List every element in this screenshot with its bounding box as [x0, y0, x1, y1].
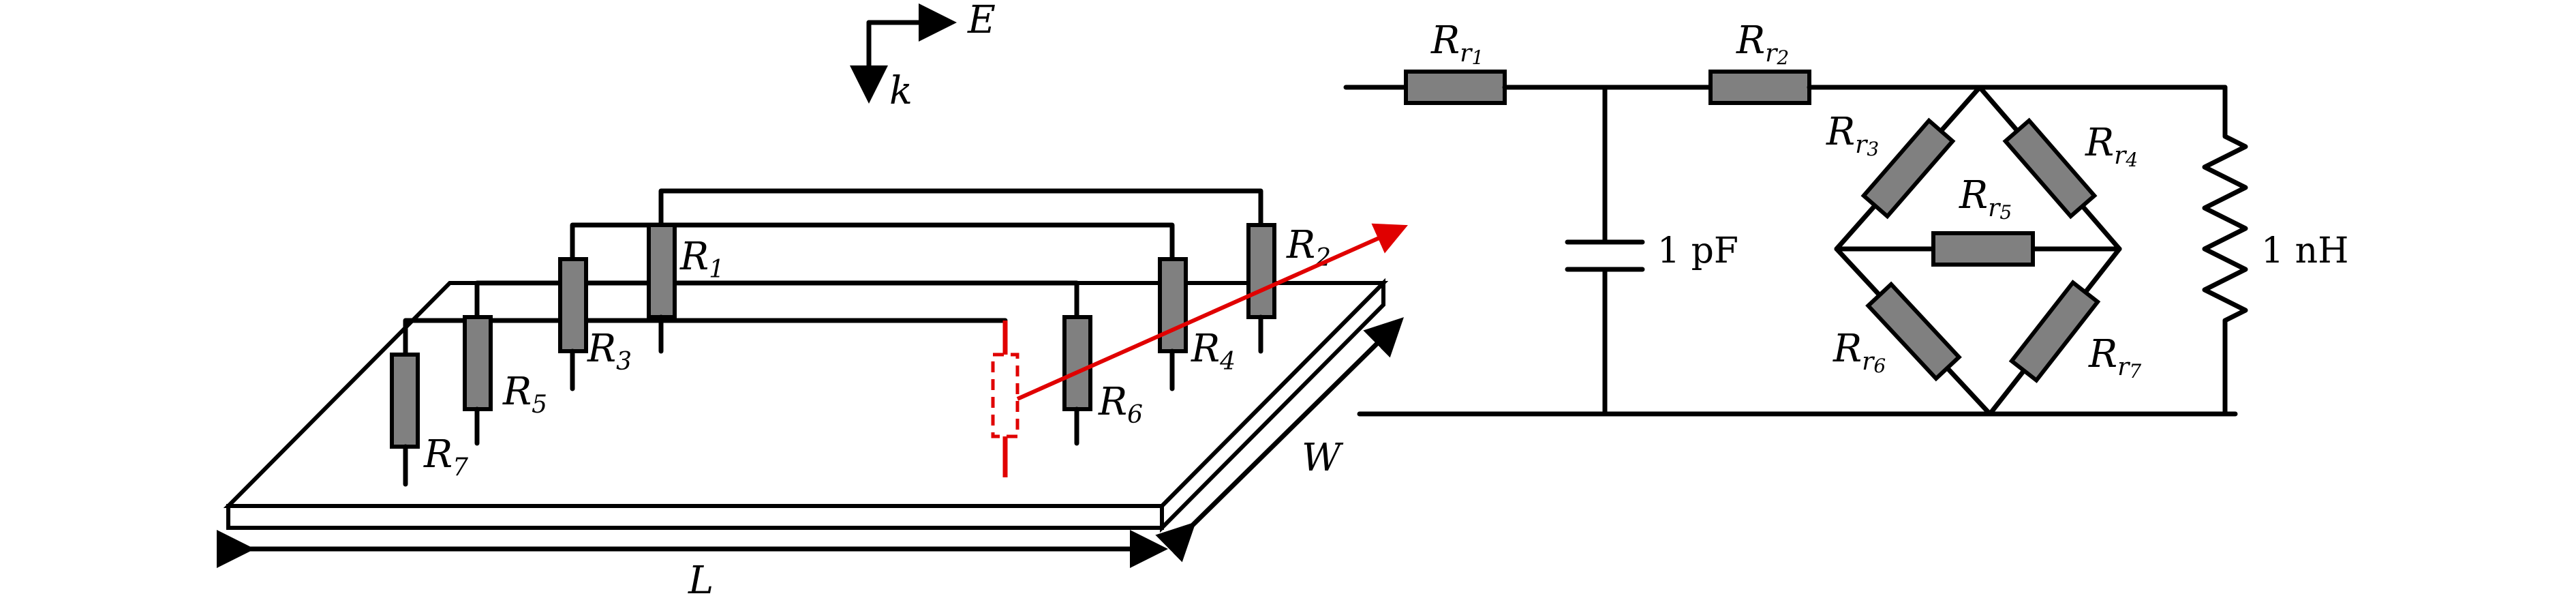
- resistor-rr6-label: Rr6: [1833, 327, 1886, 377]
- resistor-r6-label: R6: [1098, 380, 1143, 429]
- resistor-rr5-body: [1931, 231, 2035, 267]
- resistor-r5-body: [463, 315, 493, 411]
- resistor-rr3-label: Rr3: [1826, 110, 1879, 160]
- capacitor: 1 pF: [1565, 85, 1738, 417]
- field-indicator: E k: [850, 0, 996, 113]
- inductor: 1 nH: [2202, 85, 2348, 417]
- resistor-r4-label: R4: [1191, 327, 1236, 376]
- resistor-rr1-body: [1404, 70, 1507, 105]
- resistor-r7: R7: [390, 353, 468, 487]
- resistor-rr2-label: Rr2: [1736, 18, 1789, 69]
- resistor-rr7-label: Rr7: [2088, 332, 2141, 383]
- dimension-arrows: L W: [217, 317, 1404, 596]
- resistor-rr4-body: [2002, 117, 2098, 220]
- bridge-network: Rr3 Rr4 Rr5 Rr6 Rr7: [1826, 85, 2141, 417]
- equivalent-circuit: Rr1 Rr2 1 pF Rr3 Rr4 Rr5 Rr6 Rr7: [1343, 18, 2348, 417]
- board-front-face: [226, 504, 1164, 530]
- resistor-r2: R2: [1246, 223, 1331, 354]
- resistor-r2-label: R2: [1286, 223, 1331, 272]
- resistor-r7-label: R7: [423, 432, 468, 481]
- k-vector-label: k: [889, 69, 913, 113]
- resistor-rr5-label: Rr5: [1959, 173, 2012, 224]
- capacitor-value: 1 pF: [1657, 230, 1738, 271]
- resistor-rr3-body: [1860, 117, 1956, 220]
- resistor-r6: R6: [1062, 315, 1143, 446]
- resistor-r5-label: R5: [502, 370, 547, 419]
- length-label: L: [688, 558, 714, 596]
- e-field-label: E: [967, 0, 996, 42]
- resistor-r5: R5: [463, 315, 547, 446]
- probe-element: [991, 223, 1408, 477]
- wire-r7-open: [403, 318, 1008, 357]
- inductor-zigzag: [2202, 85, 2248, 417]
- resistor-r3: R3: [558, 257, 632, 391]
- resistor-r1-body: [647, 223, 677, 319]
- resistor-r1: R1: [647, 223, 724, 354]
- resistor-r4-body: [1158, 257, 1188, 353]
- wire-r3-r4: [570, 222, 1175, 262]
- resistor-r4: R4: [1158, 257, 1236, 391]
- resistor-r3-label: R3: [587, 327, 632, 376]
- resistor-r2-body: [1246, 223, 1276, 319]
- wire-r1-r2: [658, 188, 1263, 228]
- resistor-r1-label: R1: [679, 235, 724, 284]
- incident-wave-arrow: [1016, 223, 1408, 401]
- resistor-rr6-body: [1865, 281, 1962, 382]
- probe-dashed-body: [991, 353, 1019, 438]
- wire-r5-r6: [474, 280, 1079, 320]
- interconnect-wires: [403, 188, 1263, 357]
- resistor-rr4-label: Rr4: [2085, 121, 2138, 171]
- board-diagram: E k L W R1: [217, 0, 1408, 596]
- resistor-r6-body: [1062, 315, 1092, 411]
- resistor-rr1-label: Rr1: [1430, 18, 1484, 69]
- resistor-r3-body: [558, 257, 588, 353]
- inductor-value: 1 nH: [2261, 230, 2348, 271]
- width-label: W: [1302, 436, 1344, 480]
- width-dimension-arrow: [1155, 317, 1404, 563]
- resistor-rr7-body: [2008, 280, 2101, 383]
- resistor-r7-body: [390, 353, 420, 449]
- resistor-rr2-body: [1708, 70, 1811, 105]
